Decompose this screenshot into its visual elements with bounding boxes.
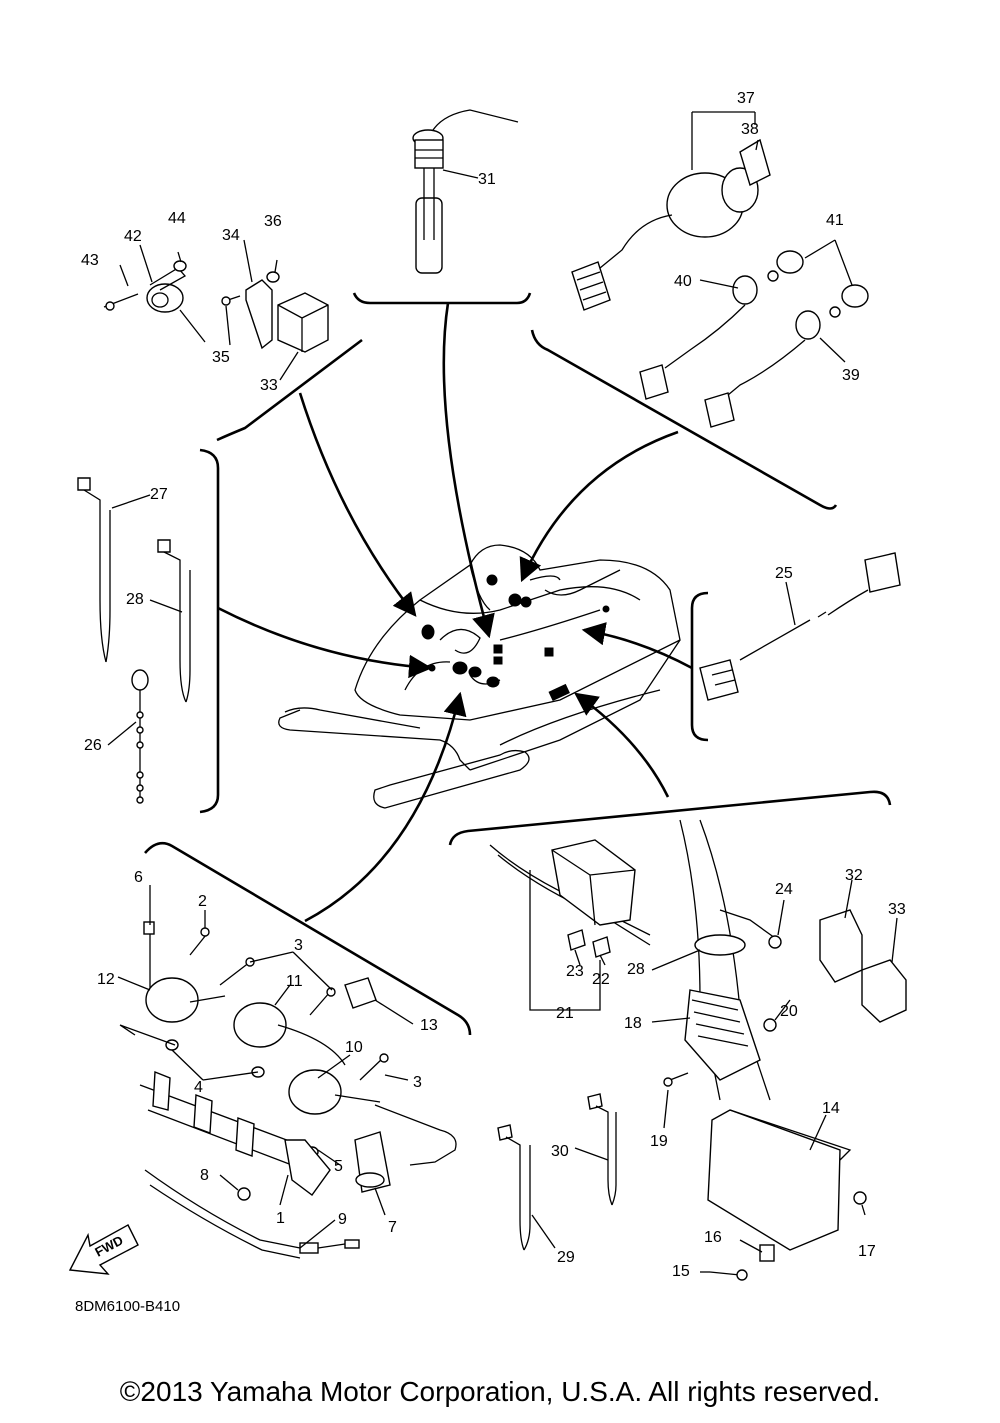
callout-23: 23 (566, 963, 584, 980)
callout-13: 13 (420, 1017, 438, 1034)
callout-37: 37 (737, 90, 755, 107)
callout-32: 32 (845, 867, 863, 884)
callout-38: 38 (741, 121, 759, 138)
callout-1: 1 (276, 1210, 285, 1227)
group-brackets (144, 292, 892, 1036)
callout-28: 28 (126, 591, 144, 608)
callout-11: 11 (286, 973, 303, 990)
callout-27: 27 (150, 486, 168, 503)
callout-12: 12 (97, 971, 115, 988)
harness-extension-right (699, 552, 901, 701)
callout-39: 39 (842, 367, 860, 384)
callout-31: 31 (478, 171, 496, 188)
callout-40: 40 (674, 273, 692, 290)
callout-28: 28 (627, 961, 645, 978)
ecu-assembly-bottom-right (489, 819, 907, 1281)
callout-44: 44 (168, 210, 186, 227)
callout-19: 19 (650, 1133, 668, 1150)
callout-36: 36 (264, 213, 282, 230)
callout-labels: 1 2 3 3 4 5 6 7 8 9 10 11 12 13 14 15 16… (81, 90, 906, 1280)
callout-16: 16 (704, 1229, 722, 1246)
cable-ties-left (77, 477, 191, 804)
callout-3: 3 (413, 1074, 422, 1091)
callout-14: 14 (822, 1100, 840, 1117)
callout-17: 17 (858, 1243, 876, 1260)
ignition-coil-assembly-bottom-left (139, 921, 457, 1259)
callout-24: 24 (775, 881, 793, 898)
switch-assembly-top-left (103, 260, 329, 353)
callout-22: 22 (592, 971, 610, 988)
callout-9: 9 (338, 1211, 347, 1228)
callout-10: 10 (345, 1039, 363, 1056)
callout-33: 33 (888, 901, 906, 918)
callout-41: 41 (826, 212, 844, 229)
harness-blobs (421, 574, 610, 701)
callout-2: 2 (198, 893, 207, 910)
sensor-assembly-top-center (412, 109, 519, 274)
callout-30: 30 (551, 1143, 569, 1160)
callout-29: 29 (557, 1249, 575, 1266)
callout-42: 42 (124, 228, 142, 245)
callout-8: 8 (200, 1167, 209, 1184)
callout-3: 3 (294, 937, 303, 954)
callout-33: 33 (260, 377, 278, 394)
callout-15: 15 (672, 1263, 690, 1280)
callout-26: 26 (84, 737, 102, 754)
callout-20: 20 (780, 1003, 798, 1020)
callout-25: 25 (775, 565, 793, 582)
pointer-arrows (217, 302, 693, 923)
callout-6: 6 (134, 869, 143, 886)
callout-35: 35 (212, 349, 230, 366)
callout-18: 18 (624, 1015, 642, 1032)
forward-direction-icon: FWD (68, 1224, 139, 1275)
copyright-notice: ©2013 Yamaha Motor Corporation, U.S.A. A… (119, 1376, 881, 1407)
callout-5: 5 (334, 1158, 343, 1175)
callout-34: 34 (222, 227, 240, 244)
callout-4: 4 (194, 1079, 203, 1096)
callout-7: 7 (388, 1219, 397, 1236)
callout-43: 43 (81, 252, 99, 269)
leader-lines (107, 111, 898, 1273)
snowmobile-outline (278, 544, 681, 809)
part-code: 8DM6100-B410 (75, 1298, 180, 1315)
key-switch-assembly-top-right (571, 138, 869, 428)
callout-21: 21 (556, 1005, 574, 1022)
